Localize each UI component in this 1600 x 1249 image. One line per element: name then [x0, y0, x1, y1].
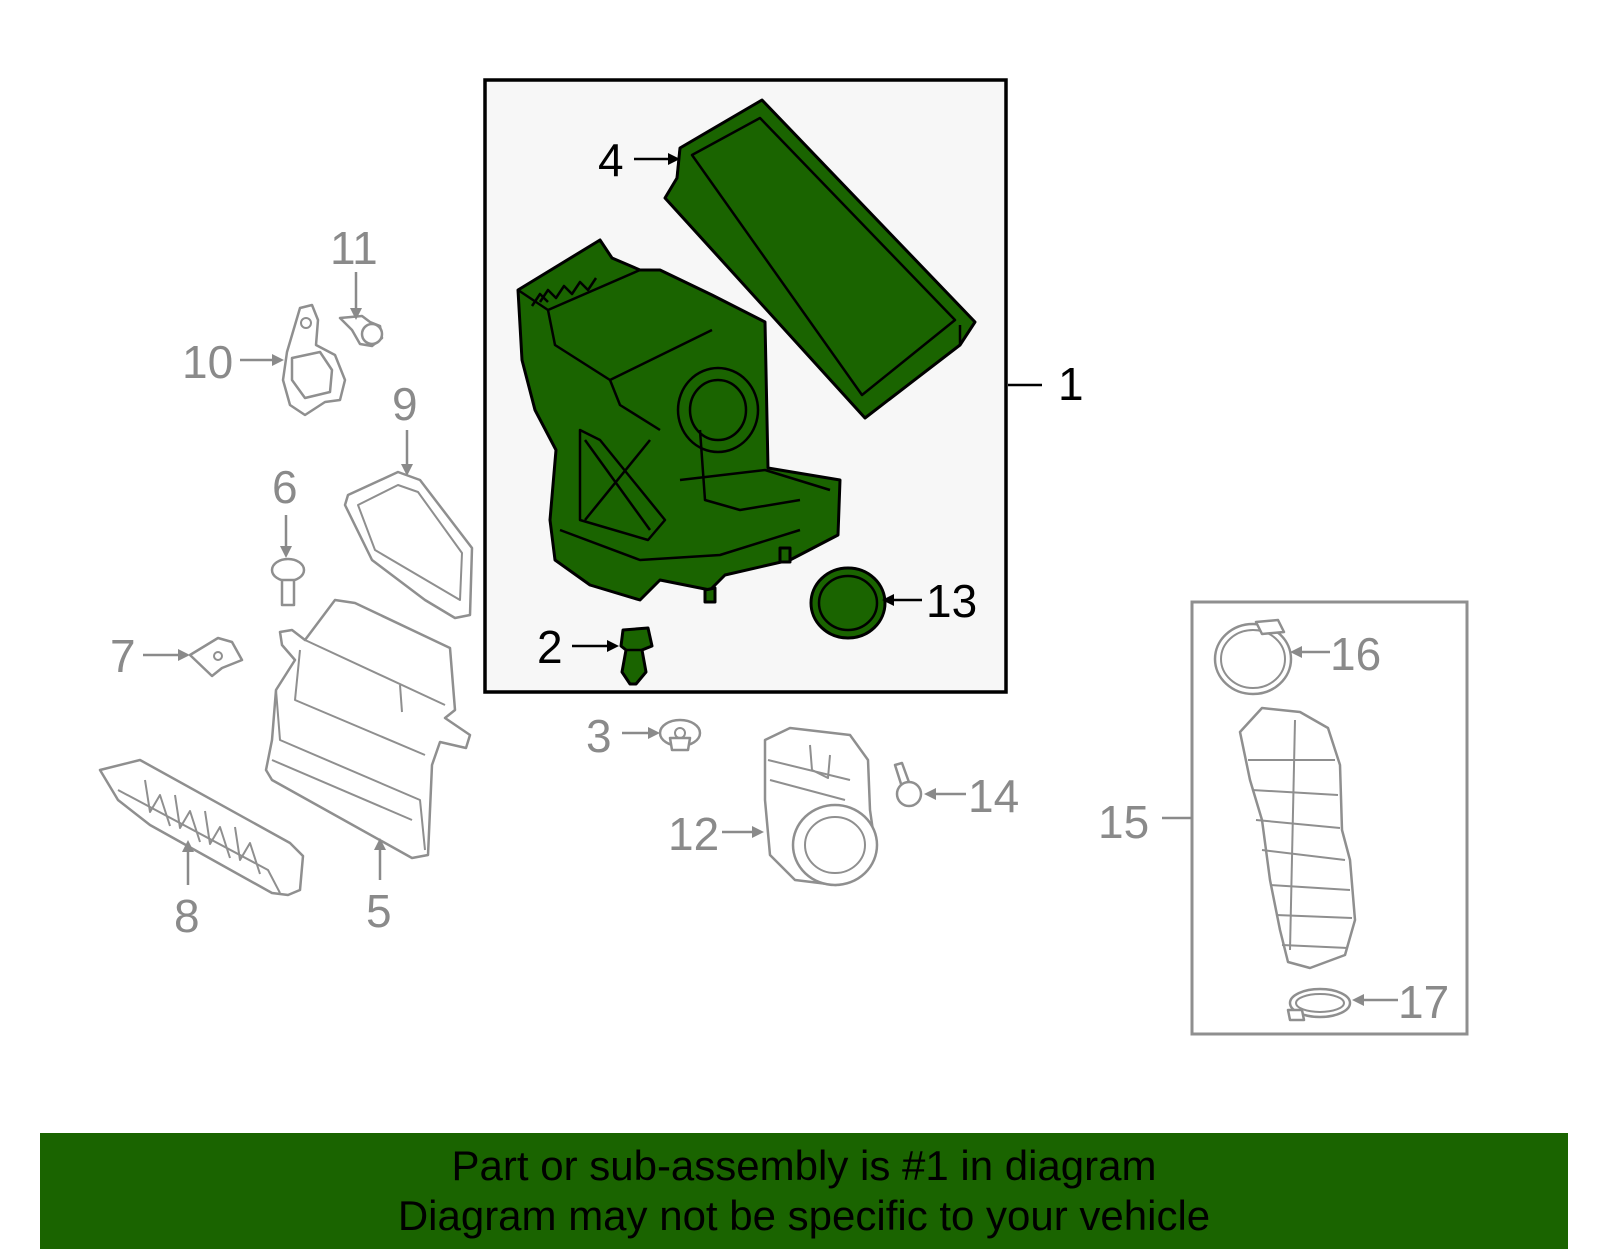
callout-3: 3	[586, 710, 612, 762]
arrowhead	[1352, 994, 1364, 1006]
arrowhead	[924, 788, 936, 800]
part-12-maf-sensor[interactable]	[763, 726, 879, 887]
part-13-seal[interactable]	[809, 566, 887, 640]
callout-13: 13	[926, 575, 977, 627]
arrowhead	[182, 840, 194, 852]
callout-17: 17	[1398, 976, 1449, 1028]
part-3-nut[interactable]	[658, 718, 702, 752]
callout-6: 6	[272, 461, 298, 513]
arrowhead	[607, 640, 619, 652]
arrowhead	[648, 727, 660, 739]
callout-8: 8	[174, 890, 200, 942]
callout-10: 10	[182, 336, 233, 388]
arrowhead	[350, 308, 362, 320]
callout-12: 12	[668, 808, 719, 860]
arrowhead	[401, 464, 413, 476]
callout-5: 5	[366, 885, 392, 937]
arrowhead	[280, 546, 292, 558]
part-1-air-cleaner-housing[interactable]	[516, 238, 842, 604]
callout-11: 11	[330, 222, 378, 274]
part-14-bolt[interactable]	[893, 761, 923, 808]
part-16-clamp[interactable]	[1213, 618, 1293, 696]
callout-9: 9	[392, 378, 418, 430]
callout-1: 1	[1058, 358, 1084, 410]
part-4-air-filter[interactable]	[663, 98, 977, 420]
callout-16: 16	[1330, 628, 1381, 680]
callout-2: 2	[537, 621, 563, 673]
part-5-air-duct[interactable]	[264, 598, 472, 860]
part-9-duct-cover[interactable]	[343, 470, 474, 620]
callout-14: 14	[968, 770, 1019, 822]
arrowhead	[752, 826, 764, 838]
banner-line-2: Diagram may not be specific to your vehi…	[397, 1192, 1211, 1239]
arrowhead	[882, 594, 894, 606]
arrowhead	[668, 153, 680, 165]
part-2-grommet[interactable]	[619, 626, 654, 686]
part-11-bolt[interactable]	[338, 314, 384, 348]
part-10-bracket[interactable]	[281, 303, 347, 417]
callout-4: 4	[598, 134, 624, 186]
callout-7: 7	[110, 630, 136, 682]
banner-line-1: Part or sub-assembly is #1 in diagram	[451, 1142, 1157, 1189]
arrowhead	[374, 838, 386, 850]
part-8-grille[interactable]	[98, 758, 305, 897]
arrowhead	[178, 649, 190, 661]
arrowhead	[272, 354, 284, 366]
part-7-clip[interactable]	[188, 636, 244, 678]
part-17-clamp[interactable]	[1286, 987, 1352, 1022]
callout-15: 15	[1098, 796, 1149, 848]
arrowhead	[1290, 646, 1302, 658]
part-15-intake-hose[interactable]	[1238, 706, 1357, 970]
part-6-pin[interactable]	[270, 557, 306, 607]
disclaimer-banner: Part or sub-assembly is #1 in diagram Di…	[40, 1133, 1568, 1249]
